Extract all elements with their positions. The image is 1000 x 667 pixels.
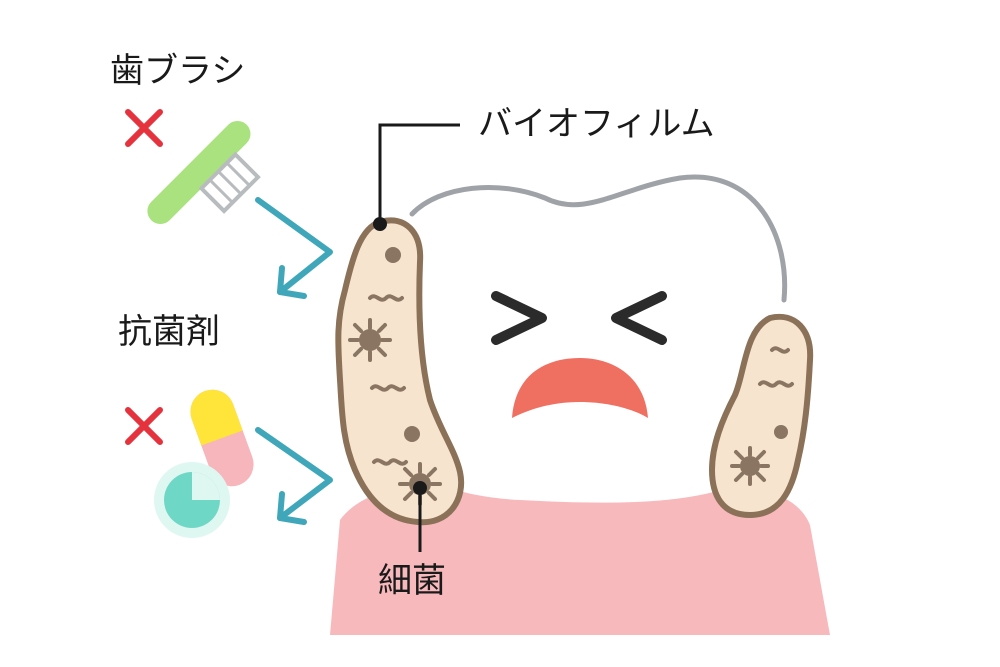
mouth — [512, 358, 648, 418]
toothbrush-label: 歯ブラシ — [110, 51, 246, 91]
cross-mark-icon — [125, 407, 163, 445]
bacteria-squiggle — [368, 294, 404, 302]
tooth-outline — [409, 174, 788, 303]
bacteria-squiggle — [372, 458, 408, 466]
biofilm-leader-line — [378, 123, 460, 222]
gum — [330, 480, 830, 635]
bacteria-label: 細菌 — [378, 561, 446, 601]
bacteria-squiggle — [770, 346, 790, 354]
germ-icon — [348, 318, 392, 362]
bacteria-squiggle — [370, 384, 406, 392]
biofilm-left — [335, 217, 465, 526]
biofilm-leader-dot — [373, 217, 387, 231]
arrow-icon — [255, 197, 333, 299]
right-eye-icon — [611, 291, 667, 345]
germ-icon — [730, 446, 770, 486]
biofilm-label: バイオフィルム — [478, 104, 715, 144]
bacteria-dot — [774, 425, 788, 439]
capsule-icon — [190, 389, 254, 487]
arrow-icon — [255, 427, 333, 525]
tooth — [391, 177, 784, 503]
left-eye-icon — [491, 291, 547, 345]
bacteria-dot — [385, 247, 401, 263]
bacteria-squiggle — [758, 380, 794, 388]
bacteria-leader-dot — [413, 481, 427, 495]
cross-mark-icon — [125, 109, 163, 147]
antibacterial-label: 抗菌剤 — [118, 312, 220, 352]
toothbrush-icon — [147, 120, 261, 225]
tablet-icon — [154, 462, 230, 538]
bacteria-dot — [404, 426, 420, 442]
